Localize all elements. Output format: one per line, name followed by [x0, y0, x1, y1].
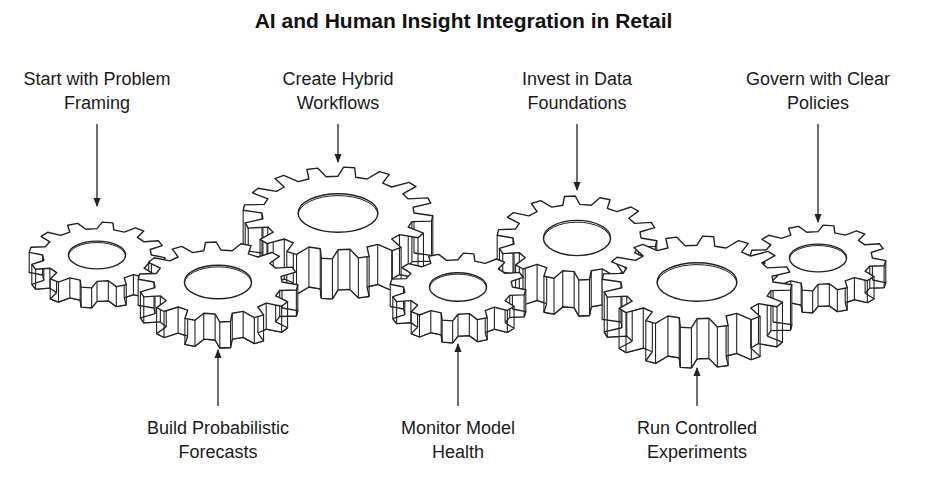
gear	[390, 253, 526, 343]
step-label: Monitor Model Health	[388, 416, 528, 464]
leader-arrow	[96, 124, 97, 206]
step-label: Create Hybrid Workflows	[248, 67, 428, 115]
step-label: Govern with Clear Policies	[728, 67, 908, 115]
leader-arrow	[817, 124, 818, 222]
leader-arrow	[217, 350, 218, 406]
step-label: Run Controlled Experiments	[607, 416, 787, 464]
step-label: Start with Problem Framing	[7, 67, 187, 115]
step-label: Build Probabilistic Forecasts	[123, 416, 313, 464]
step-label: Invest in Data Foundations	[487, 67, 667, 115]
leader-arrow	[576, 124, 577, 190]
gear	[602, 236, 792, 368]
gear	[138, 242, 298, 348]
leader-arrow	[457, 344, 458, 406]
leader-arrow	[696, 368, 697, 406]
diagram-title: AI and Human Insight Integration in Reta…	[0, 9, 927, 33]
leader-arrow	[337, 124, 338, 162]
